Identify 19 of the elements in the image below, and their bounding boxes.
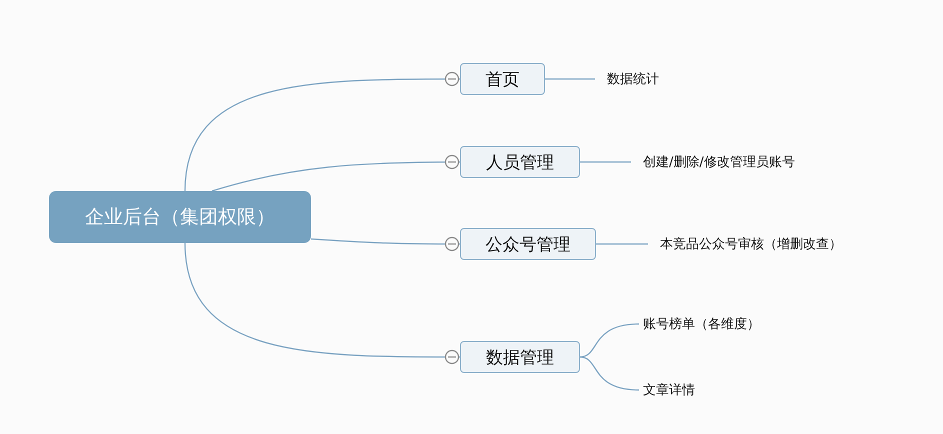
topic-box: 首页 xyxy=(460,63,545,95)
topic-box: 人员管理 xyxy=(460,146,580,178)
connector-line xyxy=(212,161,460,192)
connector-line xyxy=(580,161,631,163)
central-topic-box: 企业后台（集团权限） xyxy=(49,191,311,243)
connector-line xyxy=(580,323,640,358)
subtopic-text: 文章详情 xyxy=(643,381,713,399)
connector-line xyxy=(310,238,460,245)
subtopic-text: 创建/删除/修改管理员账号 xyxy=(643,153,833,171)
connector-line xyxy=(184,242,460,358)
subtopic-text: 账号榜单（各维度） xyxy=(643,315,793,333)
subtopic-text: 本竞品公众号审核（增删改查） xyxy=(660,235,875,253)
connector-line xyxy=(596,243,648,245)
connector-line xyxy=(580,356,640,391)
connector-line xyxy=(184,78,460,192)
subtopic-text: 数据统计 xyxy=(607,70,677,88)
topic-box: 公众号管理 xyxy=(460,228,596,260)
topic-box: 数据管理 xyxy=(460,341,580,373)
connector-line xyxy=(545,78,595,80)
